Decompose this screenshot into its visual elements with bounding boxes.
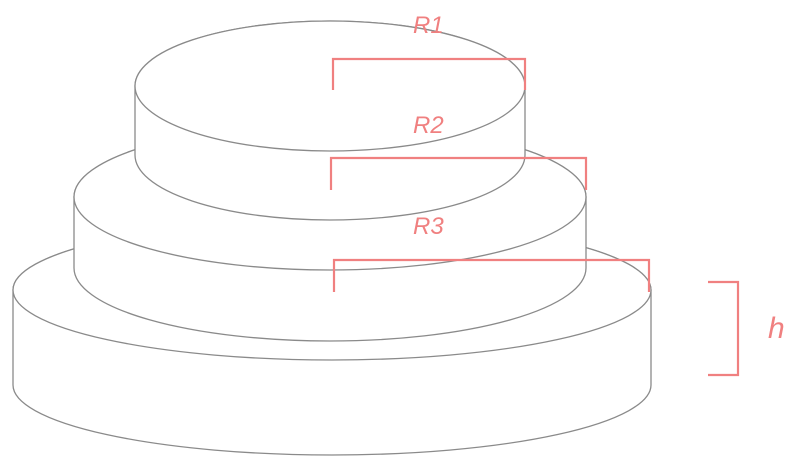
r3-bracket: [332, 258, 651, 292]
height-bracket: [708, 280, 740, 377]
r2-label: R2: [413, 112, 444, 139]
h-label: h: [768, 312, 785, 345]
r2-bracket: [329, 156, 588, 190]
r1-label: R1: [413, 12, 444, 39]
top-tier-top: [134, 20, 526, 152]
r3-label: R3: [413, 213, 444, 240]
top-tier: [134, 20, 526, 221]
r1-bracket: [331, 57, 527, 90]
